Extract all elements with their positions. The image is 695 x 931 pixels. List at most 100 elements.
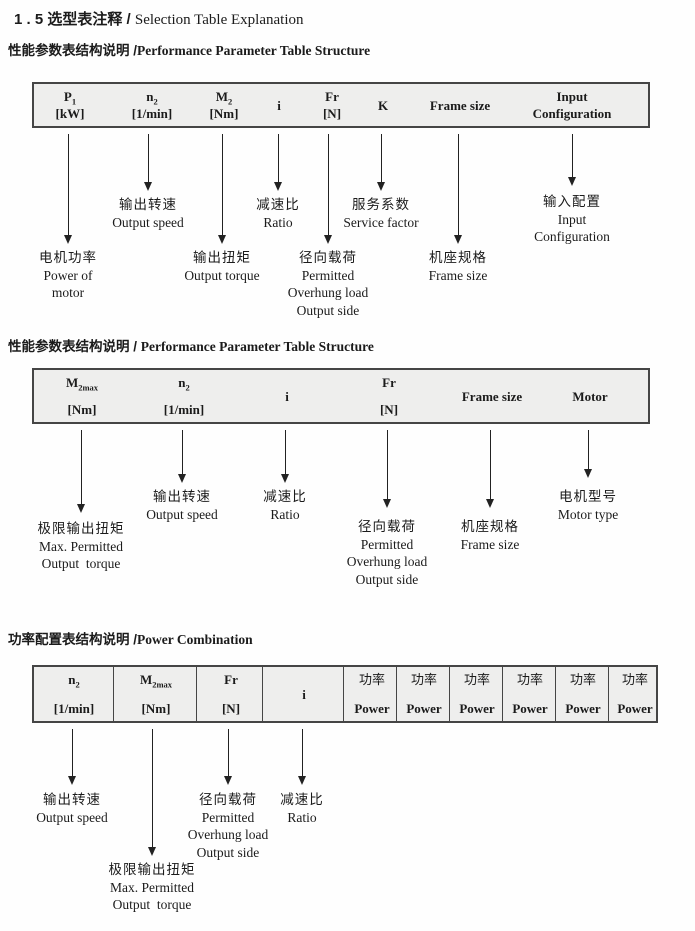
page-title-zh: 1 . 5 选型表注释 / bbox=[14, 11, 135, 28]
annotation-line: Overhung load bbox=[187, 827, 269, 842]
table-column: n2[1/min] bbox=[132, 84, 172, 126]
table-column: i bbox=[285, 370, 289, 422]
arrow-down-icon bbox=[567, 177, 576, 186]
column-header-line2: Power bbox=[354, 701, 390, 716]
arrow-down-icon bbox=[223, 776, 232, 785]
column-header-line2: Power bbox=[565, 701, 601, 716]
column-header-line1: Fr bbox=[224, 672, 238, 687]
flow-arrow-line bbox=[71, 729, 73, 777]
column-header-subscript: 2 bbox=[228, 96, 233, 107]
annotation-line: 机座规格 bbox=[460, 519, 519, 534]
column-header-line1: n2 bbox=[178, 375, 190, 393]
table-column: Frame size bbox=[430, 84, 490, 126]
column-divider bbox=[343, 667, 344, 721]
column-header-text: i bbox=[277, 97, 281, 113]
annotation-line: 电机型号 bbox=[559, 489, 617, 504]
column-header-line2: [kW] bbox=[55, 106, 85, 121]
column-header-line2: [1/min] bbox=[163, 402, 205, 417]
flow-arrow-line bbox=[457, 134, 459, 236]
column-header-text: Frame size bbox=[429, 97, 491, 113]
section-heading-zh: 性能参数表结构说明 / bbox=[8, 43, 138, 58]
column-header-text: i bbox=[302, 686, 306, 702]
flow-arrow-line bbox=[277, 134, 279, 183]
page-title: 1 . 5 选型表注释 / Selection Table Explanatio… bbox=[14, 8, 304, 29]
annotation-line: 输入配置 bbox=[543, 194, 601, 209]
column-header-line1: 功率 bbox=[621, 672, 648, 687]
annotation-line: Output side bbox=[196, 844, 260, 860]
column-header-subscript: 2max bbox=[78, 382, 99, 393]
table-column: P1[kW] bbox=[56, 84, 85, 126]
table-column: M2[Nm] bbox=[210, 84, 239, 126]
annotation-line: Output side bbox=[296, 302, 360, 318]
column-header-text: Frame size bbox=[461, 388, 523, 404]
arrow-down-icon bbox=[453, 235, 462, 244]
table-column: n2 [1/min] bbox=[164, 370, 204, 422]
arrow-down-icon bbox=[382, 499, 391, 508]
annotation-line: 极限输出扭矩 bbox=[108, 862, 196, 877]
arrow-down-icon bbox=[323, 235, 332, 244]
annotation-line: 输出转速 bbox=[43, 792, 101, 807]
flow-arrow-line bbox=[80, 430, 82, 505]
section-heading-performance-parameter-1: 性能参数表结构说明 /Performance Parameter Table S… bbox=[8, 39, 370, 59]
annotation-line: Motor type bbox=[557, 506, 619, 522]
column-header-line2: Power bbox=[406, 701, 442, 716]
column-divider bbox=[555, 667, 556, 721]
column-header-text: Motor bbox=[572, 388, 608, 404]
annotation-label: 输出转速 Output speed bbox=[36, 791, 108, 826]
arrow-down-icon bbox=[143, 182, 152, 191]
arrow-down-icon bbox=[217, 235, 226, 244]
arrow-down-icon bbox=[177, 474, 186, 483]
column-header-line2: [N] bbox=[379, 402, 399, 417]
annotation-line: 径向载荷 bbox=[298, 250, 357, 265]
annotation-line: Input bbox=[557, 211, 587, 227]
annotation-line: 减速比 bbox=[263, 489, 307, 504]
table-performance-parameter-1: P1[kW] n2[1/min] M2[Nm] i Fr [N] K Frame size In… bbox=[32, 82, 650, 128]
column-header-line2: [Nm] bbox=[209, 106, 239, 121]
column-header-line1: M2 bbox=[215, 89, 233, 107]
annotation-line: 极限输出扭矩 bbox=[37, 521, 125, 536]
annotation-line: Overhung load bbox=[287, 285, 369, 300]
table-column: K bbox=[378, 84, 388, 126]
annotation-line: Output speed bbox=[36, 809, 108, 825]
annotation-line: Output speed bbox=[112, 214, 184, 230]
annotation-label: 电机型号 Motor type bbox=[558, 488, 618, 523]
column-header-line2: [Nm] bbox=[67, 402, 97, 417]
flow-arrow-line bbox=[327, 134, 329, 236]
column-header-line1: Fr bbox=[325, 89, 339, 104]
column-header-line1: 功率 bbox=[516, 672, 543, 687]
column-header-text: i bbox=[285, 388, 289, 404]
annotation-line: Permitted bbox=[201, 809, 255, 825]
arrow-down-icon bbox=[63, 235, 72, 244]
column-header-line2: [N] bbox=[322, 106, 342, 121]
column-header-line2: [1/min] bbox=[53, 701, 95, 716]
annotation-line: 输出转速 bbox=[119, 197, 177, 212]
column-header-subscript: 2 bbox=[75, 679, 80, 690]
annotation-line: 径向载荷 bbox=[198, 792, 257, 807]
flow-arrow-line bbox=[386, 430, 388, 500]
flow-arrow-line bbox=[489, 430, 491, 500]
column-header-line1: Input bbox=[556, 89, 588, 104]
flow-arrow-line bbox=[227, 729, 229, 777]
arrow-down-icon bbox=[273, 182, 282, 191]
column-header-line2: Power bbox=[617, 701, 653, 716]
table-column: n2 [1/min] bbox=[54, 667, 94, 721]
section-heading-zh: 功率配置表结构说明 / bbox=[8, 632, 138, 647]
annotation-line: 输出扭矩 bbox=[193, 250, 251, 265]
arrow-down-icon bbox=[280, 474, 289, 483]
arrow-down-icon bbox=[583, 469, 592, 478]
annotation-line: 径向载荷 bbox=[357, 519, 416, 534]
annotation-line: 机座规格 bbox=[428, 250, 487, 265]
column-divider bbox=[196, 667, 197, 721]
column-header-line1: n2 bbox=[68, 672, 80, 690]
